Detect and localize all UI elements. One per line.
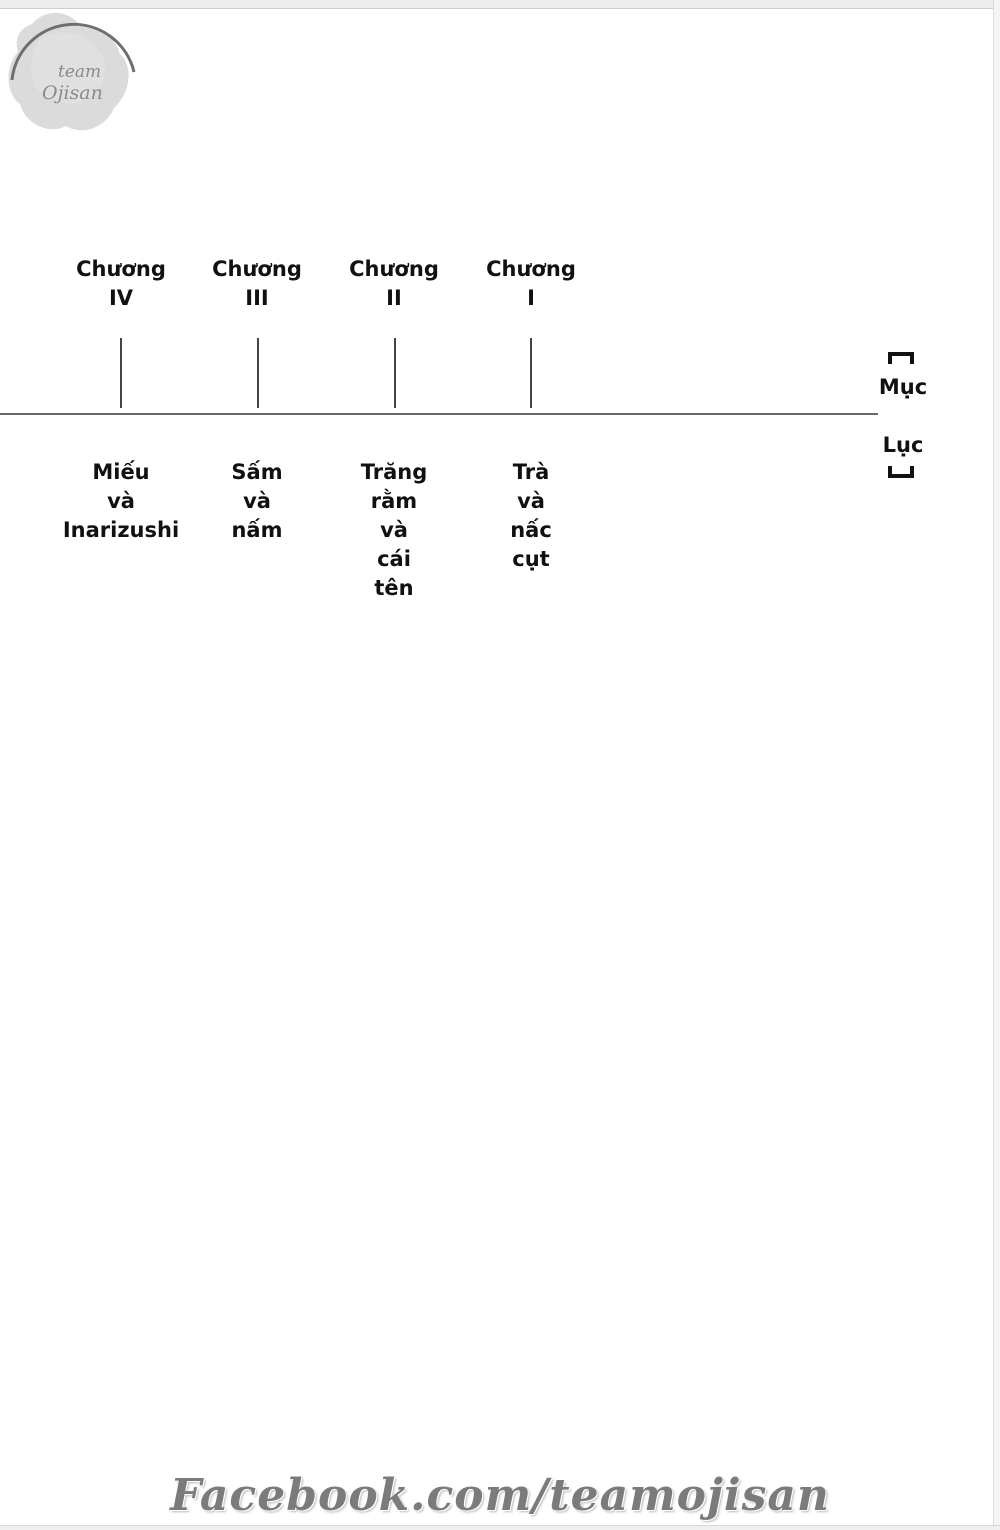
chapter-title-line: cái	[377, 547, 411, 571]
chapter-title-line: Trà	[512, 460, 550, 484]
chapter-label-number: I	[527, 286, 535, 310]
chapter-label-number: II	[386, 286, 402, 310]
chapter-title-line: nấc	[510, 518, 552, 542]
chapter-title-2: Trăng rằm và cái tên	[324, 458, 464, 603]
page-top-border	[0, 0, 1000, 9]
chapter-title-line: nấm	[231, 518, 283, 542]
chapter-title-line: và	[517, 489, 545, 513]
chapter-label-word: Chương	[212, 257, 302, 281]
chapter-label-word: Chương	[349, 257, 439, 281]
chapter-title-line: và	[107, 489, 135, 513]
chapter-title-line: Inarizushi	[62, 518, 180, 542]
chapter-title-line: tên	[374, 576, 414, 600]
toc-heading-line2: Lục	[882, 433, 924, 457]
chapter-title-3: Sấm và nấm	[187, 458, 327, 545]
timeline-tick-chapter-4	[120, 338, 122, 408]
timeline-tick-chapter-2	[394, 338, 396, 408]
toc-bracket-top-icon	[888, 352, 914, 364]
team-logo: team Ojisan	[2, 4, 142, 144]
chapter-title-line: rằm	[370, 489, 418, 513]
chapter-label-3: Chương III	[197, 255, 317, 313]
chapter-title-4: Miếu và Inarizushi	[51, 458, 191, 545]
chapter-label-1: Chương I	[471, 255, 591, 313]
page-right-border	[993, 0, 1000, 1530]
chapter-title-line: Sấm	[231, 460, 283, 484]
logo-splash-icon	[8, 12, 136, 131]
chapter-label-2: Chương II	[334, 255, 454, 313]
toc-bracket-bottom-icon	[888, 466, 914, 478]
timeline-line	[0, 413, 878, 415]
chapter-label-number: III	[245, 286, 269, 310]
chapter-title-line: cụt	[512, 547, 550, 571]
timeline-tick-chapter-1	[530, 338, 532, 408]
chapter-label-4: Chương IV	[61, 255, 181, 313]
chapter-title-line: và	[380, 518, 408, 542]
toc-heading-line1: Mục	[878, 375, 928, 399]
chapter-label-word: Chương	[76, 257, 166, 281]
page-bottom-border	[0, 1525, 1000, 1530]
chapter-title-line: Miếu	[92, 460, 150, 484]
chapter-label-word: Chương	[486, 257, 576, 281]
timeline-tick-chapter-3	[257, 338, 259, 408]
logo-text-team: team	[58, 62, 102, 82]
chapter-title-line: Trăng	[360, 460, 428, 484]
chapter-title-1: Trà và nấc cụt	[461, 458, 601, 574]
logo-text-ojisan: Ojisan	[42, 82, 103, 104]
facebook-watermark: Facebook.com/teamojisan	[170, 1470, 830, 1521]
chapter-title-line: và	[243, 489, 271, 513]
chapter-label-number: IV	[108, 286, 134, 310]
